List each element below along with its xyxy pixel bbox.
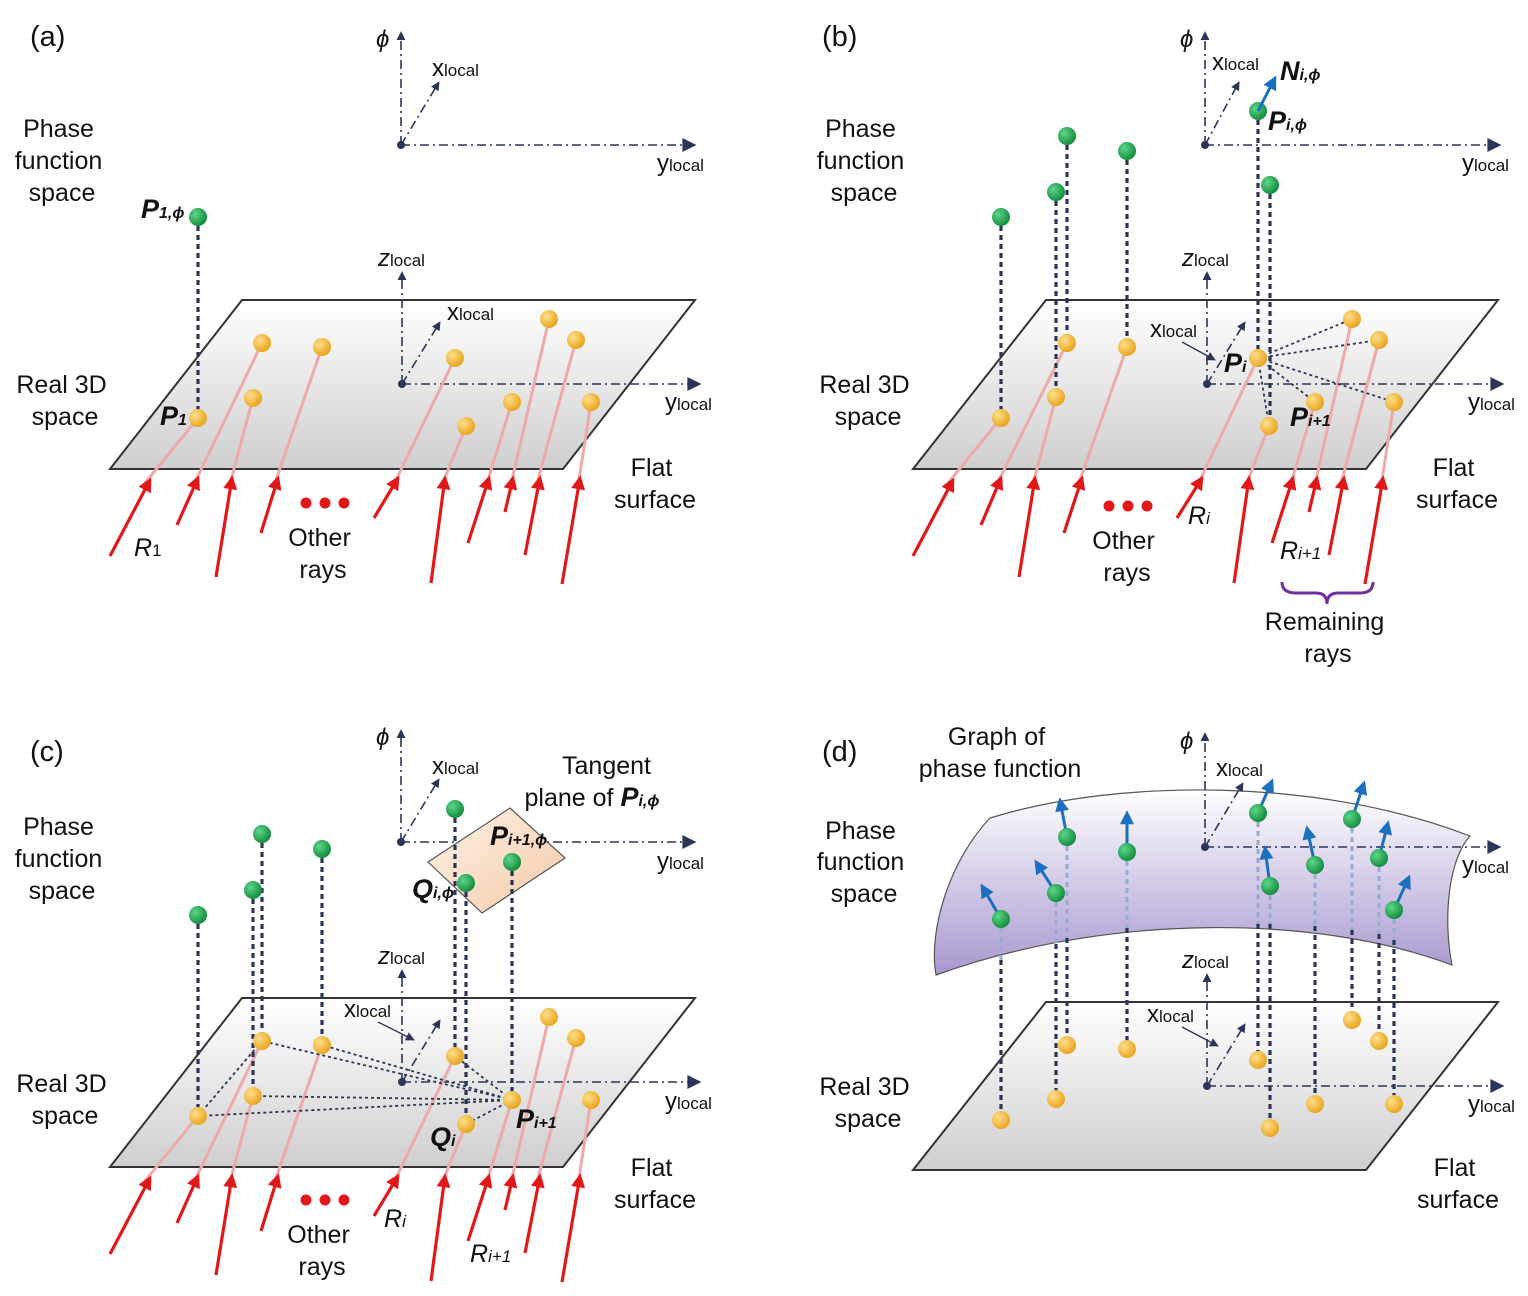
- panel-c-pi1phi-label: Pi+1,ϕ: [490, 821, 547, 851]
- panel-c-y-label-upper: ylocal: [657, 848, 704, 875]
- panel-c: (c) Phase function space Real 3D space F…: [15, 724, 712, 1283]
- panel-d-graph-label: Graph of phase function: [919, 723, 1082, 783]
- panel-c-rays: [108, 1016, 593, 1283]
- panel-c-ri1-label: Ri+1: [470, 1240, 511, 1268]
- panel-b-remaining-rays-label: Remaining rays: [1265, 608, 1391, 668]
- panel-b-remaining-rays-brace: [1280, 581, 1375, 605]
- panel-c-real-space-label: Real 3D space: [16, 1070, 113, 1130]
- panel-d-x-label-lower: xlocal: [1147, 1001, 1194, 1028]
- panel-b-x-axis-upper: [1204, 81, 1240, 146]
- panel-a-p1phi-label: P1,ϕ: [141, 194, 184, 224]
- panel-a-y-label-lower: ylocal: [665, 389, 712, 416]
- panel-a-phase-point: [189, 208, 207, 226]
- panel-c-qi-label: Qi: [430, 1122, 456, 1152]
- panel-d-x-axis-lower: [1206, 1023, 1246, 1087]
- panel-b-other-rays-label: Other rays: [1092, 527, 1161, 587]
- panel-a-other-rays-label: Other rays: [288, 524, 357, 584]
- panel-c-flat-surface-label: Flat surface: [614, 1154, 696, 1214]
- panel-a-r1-label: R1: [134, 534, 162, 562]
- panel-a-x-label-upper: xlocal: [432, 55, 479, 82]
- panel-d-y-label-upper: ylocal: [1462, 852, 1509, 879]
- panel-b-x-label-lower: xlocal: [1150, 316, 1197, 343]
- panel-c-tag: (c): [30, 736, 64, 768]
- panel-d-flat-surface-label: Flat surface: [1417, 1154, 1499, 1214]
- panel-c-tangent-label: Tangent plane of Pi,ϕ: [525, 752, 660, 812]
- panel-a-p1-label: P1: [160, 401, 187, 431]
- panel-d-x-label-upper: xlocal: [1216, 755, 1263, 782]
- panel-a-x-label-lower: xlocal: [447, 299, 494, 326]
- panel-c-drop-lines: [196, 809, 514, 1124]
- panel-c-x-label-lower: xlocal: [344, 996, 391, 1023]
- panel-b-drop-lines: [999, 111, 1272, 426]
- panel-b-x-label-upper: xlocal: [1212, 49, 1259, 76]
- panel-c-pi1-label: Pi+1: [516, 1104, 557, 1134]
- panel-b-x-axis-lower: [1206, 321, 1246, 385]
- panel-b-niphi-label: Ni,ϕ: [1280, 56, 1321, 86]
- panel-d: (d) Graph of phase function Phase functi…: [817, 723, 1515, 1214]
- panel-a-x-axis-lower: [401, 321, 441, 385]
- panel-b: (b) Phase function space Real 3D space F…: [817, 21, 1515, 668]
- panel-c-phi-label: ϕ: [376, 724, 389, 751]
- panel-c-ri-label: Ri: [384, 1205, 407, 1233]
- panel-b-surface-points: [992, 310, 1403, 435]
- panel-b-phase-points: [992, 102, 1279, 226]
- panel-c-surface-points: [189, 1008, 600, 1133]
- panel-c-qiphi-label: Qi,ϕ: [412, 874, 454, 904]
- panel-b-neighbor-lines: [1257, 318, 1395, 427]
- panel-a-y-label-upper: ylocal: [657, 150, 704, 177]
- panel-b-y-label-lower: ylocal: [1468, 389, 1515, 416]
- panel-d-y-label-lower: ylocal: [1468, 1091, 1515, 1118]
- panel-b-z-label: zlocal: [1181, 245, 1229, 272]
- panel-a-tag: (a): [30, 21, 65, 53]
- panel-b-phi-label: ϕ: [1180, 26, 1193, 53]
- panel-d-real-space-label: Real 3D space: [819, 1073, 916, 1133]
- panel-b-flat-surface-label: Flat surface: [1416, 454, 1498, 514]
- panel-d-phase-points: [992, 804, 1403, 928]
- panel-b-pi1-label: Pi+1: [1290, 402, 1331, 432]
- panel-a-flat-surface-label: Flat surface: [614, 454, 696, 514]
- panel-a-phase-space-label: Phase function space: [15, 115, 110, 207]
- panel-d-surface-points: [992, 1011, 1403, 1137]
- panel-c-x-label-upper: xlocal: [432, 753, 479, 780]
- panel-c-x-axis-lower: [401, 1019, 441, 1083]
- panel-d-phase-function-surface: [933, 789, 1472, 976]
- panel-c-y-label-lower: ylocal: [665, 1088, 712, 1115]
- panel-b-real-space-label: Real 3D space: [819, 371, 916, 431]
- panel-a-rays: [108, 318, 593, 585]
- panel-a: (a) Phase function space Real 3D space F…: [15, 21, 712, 585]
- panel-b-ri-label: Ri: [1188, 502, 1211, 530]
- panel-b-tag: (b): [822, 21, 857, 53]
- panel-d-x-axis-upper: [1204, 782, 1244, 848]
- panel-c-x-axis-upper: [400, 778, 440, 843]
- panel-d-tag: (d): [822, 736, 857, 768]
- panel-d-z-label: zlocal: [1181, 947, 1229, 974]
- panel-a-x-axis-upper: [400, 81, 440, 146]
- panel-a-real-space-label: Real 3D space: [16, 371, 113, 431]
- panel-b-phase-space-label: Phase function space: [817, 115, 912, 207]
- panel-a-z-label: zlocal: [377, 245, 425, 272]
- panel-c-phase-space-label: Phase function space: [15, 813, 110, 905]
- panel-c-z-label: zlocal: [377, 943, 425, 970]
- panel-b-y-label-upper: ylocal: [1462, 150, 1509, 177]
- panel-b-normal-arrow: [1256, 75, 1277, 112]
- panel-b-piphi-label: Pi,ϕ: [1268, 106, 1307, 136]
- panel-a-surface-points: [189, 310, 600, 435]
- panel-a-phi-label: ϕ: [376, 26, 389, 53]
- panel-c-phase-points: [189, 800, 521, 924]
- panel-b-pi-label: Pi: [1224, 348, 1247, 378]
- panel-d-phi-label: ϕ: [1180, 728, 1193, 755]
- panel-d-phase-space-label: Phase function space: [817, 817, 912, 908]
- panel-b-ri1-label: Ri+1: [1280, 537, 1321, 565]
- panel-c-other-rays-label: Other rays: [287, 1221, 356, 1281]
